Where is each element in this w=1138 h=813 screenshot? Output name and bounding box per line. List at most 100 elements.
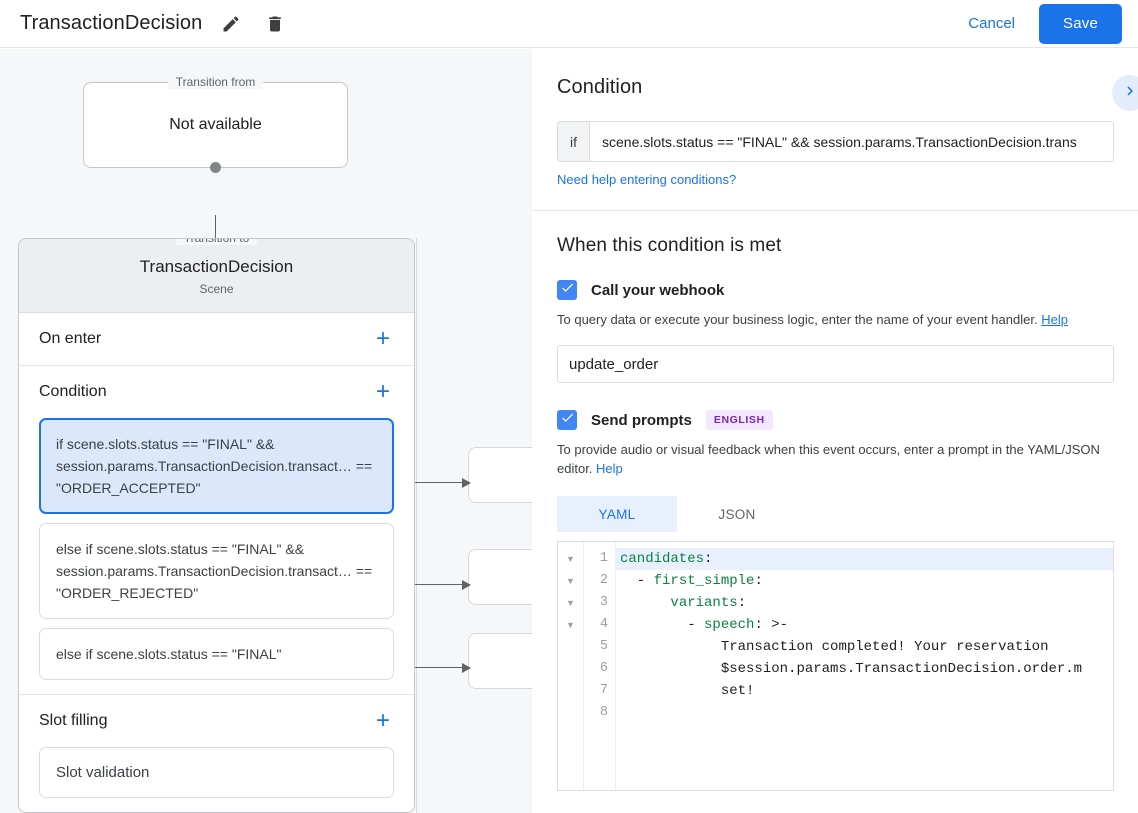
condition-help-link[interactable]: Need help entering conditions?	[557, 172, 737, 187]
yaml-editor[interactable]: ▼ ▼ ▼ ▼ 1 2 3 4 5 6 7 8 candidates: - fi…	[557, 541, 1114, 791]
pencil-icon	[221, 14, 241, 34]
code-keyword: speech	[704, 617, 755, 633]
code-keyword: variants	[670, 595, 738, 611]
code-keyword: candidates	[620, 551, 705, 567]
expand-panel-button[interactable]	[1112, 75, 1138, 111]
when-met-title: When this condition is met	[557, 235, 782, 256]
edge-condition-2	[398, 579, 471, 590]
line-number: 5	[599, 639, 608, 654]
code-text: Transaction completed! Your reservation	[720, 639, 1049, 655]
slot-validation-item[interactable]: Slot validation	[39, 747, 394, 798]
check-icon	[560, 280, 575, 300]
on-enter-title: On enter	[39, 330, 102, 347]
prompts-label: Send prompts	[591, 411, 692, 429]
edit-title-button[interactable]	[216, 9, 246, 39]
flow-canvas: Transition from Not available Transition…	[0, 49, 532, 813]
panel-top: Condition if Need help entering conditio…	[533, 49, 1138, 189]
code-line	[616, 702, 1113, 724]
fold-toggle-icon[interactable]: ▼	[566, 620, 575, 630]
code-text: :	[737, 595, 747, 611]
line-number: 1	[599, 551, 608, 566]
section-condition: Condition + if scene.slots.status == "FI…	[19, 366, 414, 695]
code-text: $session.params.TransactionDecision.orde…	[720, 661, 1083, 677]
connector-dot-from	[210, 162, 221, 173]
webhook-handler-input[interactable]	[557, 345, 1114, 383]
transition-from-box: Transition from Not available	[83, 75, 348, 168]
webhook-row: Call your webhook	[557, 280, 1114, 300]
section-on-enter: On enter +	[19, 313, 414, 366]
editor-code-area[interactable]: candidates: - first_simple: variants: - …	[616, 542, 1113, 790]
save-button[interactable]: Save	[1039, 3, 1122, 44]
tab-json[interactable]: JSON	[718, 506, 756, 522]
scene-type: Scene	[199, 282, 234, 296]
transition-from-legend: Transition from	[167, 75, 264, 89]
section-slot-filling: Slot filling + Slot validation	[19, 695, 414, 812]
code-text: :	[754, 573, 763, 589]
language-badge: ENGLISH	[705, 410, 773, 430]
target-box-3[interactable]	[468, 633, 532, 689]
condition-input-group[interactable]: if	[557, 121, 1114, 162]
editor-fold-column: ▼ ▼ ▼ ▼	[558, 542, 584, 790]
edge-condition-1	[398, 477, 471, 488]
slot-filling-title: Slot filling	[39, 712, 108, 729]
prompts-checkbox[interactable]	[557, 410, 577, 430]
scene-card: Transition to TransactionDecision Scene …	[18, 238, 415, 813]
condition-item-3[interactable]: else if scene.slots.status == "FINAL"	[39, 628, 394, 680]
top-bar: TransactionDecision Cancel Save	[0, 0, 1138, 48]
edge-condition-3	[398, 662, 471, 673]
prompts-row: Send prompts ENGLISH	[557, 410, 1114, 430]
fold-spacer	[558, 658, 583, 680]
scene-header[interactable]: TransactionDecision Scene	[19, 239, 414, 313]
if-label: if	[558, 122, 590, 161]
prompts-help-link[interactable]: Help	[596, 461, 623, 476]
delete-button[interactable]	[260, 9, 290, 39]
transition-from-value: Not available	[169, 116, 262, 133]
condition-title: Condition	[39, 383, 107, 400]
webhook-checkbox[interactable]	[557, 280, 577, 300]
panel-divider	[533, 210, 1138, 211]
condition-item-2[interactable]: else if scene.slots.status == "FINAL" &&…	[39, 523, 394, 619]
webhook-label: Call your webhook	[591, 281, 725, 299]
webhook-help-link[interactable]: Help	[1041, 312, 1068, 327]
fold-toggle-icon[interactable]: ▼	[566, 576, 575, 586]
code-line: $session.params.TransactionDecision.orde…	[616, 658, 1113, 680]
trash-icon	[265, 14, 285, 34]
editor-line-numbers: 1 2 3 4 5 6 7 8	[584, 542, 616, 790]
code-line: - first_simple:	[620, 573, 763, 589]
line-number: 3	[599, 595, 608, 610]
fold-toggle-icon[interactable]: ▼	[566, 598, 575, 608]
add-condition-button[interactable]: +	[375, 378, 390, 405]
fold-spacer	[558, 702, 583, 724]
add-slot-filling-button[interactable]: +	[375, 707, 390, 734]
line-number: 2	[599, 573, 608, 588]
line-number: 6	[599, 661, 608, 676]
code-text: set!	[720, 683, 755, 699]
panel-title: Condition	[557, 76, 643, 98]
code-line: candidates:	[616, 548, 1113, 570]
page-title: TransactionDecision	[20, 12, 203, 34]
code-line: Transaction completed! Your reservation	[616, 636, 1113, 658]
fold-spacer	[558, 636, 583, 658]
add-on-enter-button[interactable]: +	[375, 325, 390, 352]
editor-format-tabs: YAML JSON	[557, 496, 1114, 532]
flow-rail	[416, 238, 417, 813]
code-keyword: first_simple	[653, 573, 755, 589]
webhook-description-text: To query data or execute your business l…	[557, 312, 1038, 327]
chevron-right-icon	[1121, 82, 1138, 105]
line-number: 7	[599, 683, 608, 698]
code-line: variants:	[616, 592, 1113, 614]
fold-spacer	[558, 680, 583, 702]
cancel-button[interactable]: Cancel	[954, 7, 1029, 40]
prompts-description-text: To provide audio or visual feedback when…	[557, 442, 1100, 476]
code-text: : >-	[754, 617, 789, 633]
check-icon	[560, 410, 575, 430]
code-line: - speech: >-	[620, 617, 789, 633]
tab-yaml[interactable]: YAML	[557, 496, 677, 532]
target-box-1[interactable]	[468, 447, 532, 503]
target-box-2[interactable]	[468, 549, 532, 605]
condition-input[interactable]	[590, 122, 1113, 161]
fold-toggle-icon[interactable]: ▼	[566, 554, 575, 564]
condition-item-1[interactable]: if scene.slots.status == "FINAL" && sess…	[39, 418, 394, 514]
scene-name: TransactionDecision	[139, 257, 294, 276]
when-met-section: When this condition is met Call your web…	[533, 211, 1138, 791]
